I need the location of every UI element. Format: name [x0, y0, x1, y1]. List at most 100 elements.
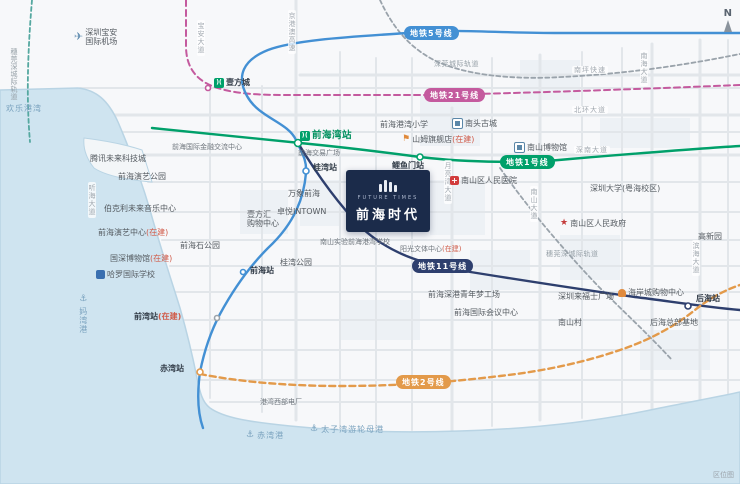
- poi-label: 伯克利未来音乐中心: [104, 204, 176, 213]
- station-big-label: )(前海湾站: [300, 130, 353, 142]
- landmark-icon: [452, 118, 463, 129]
- station-label: 后海站: [696, 294, 720, 303]
- station-label: 前湾站(在建): [134, 312, 182, 321]
- station-label: 赤湾站: [160, 364, 184, 373]
- station-dot: [416, 153, 424, 161]
- station-dot: [213, 314, 221, 322]
- station-dot: [684, 302, 692, 310]
- poi-label: 卓悦INTOWN: [277, 207, 327, 216]
- gov-icon: ★: [560, 218, 569, 228]
- poi-label: 前海石公园: [180, 241, 220, 250]
- station-label: 桂湾站: [313, 163, 337, 172]
- poi-label: 前海港湾小学: [380, 120, 428, 129]
- corner-label: 区位图: [713, 471, 734, 479]
- metro-line-badge: 地铁1号线: [500, 155, 555, 169]
- poi-label: 国深博物馆(在建): [110, 254, 173, 263]
- road-label: 滨海大道: [692, 240, 701, 276]
- metro-line-badge: 地铁5号线: [404, 26, 459, 40]
- anchor-icon: ⚓: [310, 424, 320, 434]
- road-label: 南海大道: [640, 50, 649, 86]
- poi-label: 万象前海: [288, 189, 320, 198]
- flag-icon: ⚑: [402, 134, 411, 144]
- metro-line-21: [185, 0, 740, 96]
- poi-sm-label: 阳光文体中心(在建): [400, 245, 462, 253]
- intercity-rail-top: [379, 0, 740, 79]
- anchor-icon: ⚓: [246, 430, 256, 440]
- poi-label: 南头古城: [452, 118, 497, 129]
- metro-icon: )(: [300, 131, 310, 142]
- compass-arrow-icon: [723, 20, 732, 32]
- poi-sm-label: 南山实验前海港湾学校: [320, 238, 390, 246]
- road-label: 深南大道: [574, 146, 610, 155]
- project-marker: FUTURE TIMES 前海时代: [346, 170, 430, 232]
- road-label: 京港澳高速: [288, 10, 297, 54]
- station-dot: [293, 138, 303, 148]
- metro-line-badge: 地铁21号线: [424, 88, 486, 102]
- station-dot: [196, 368, 204, 376]
- metro-line-1: [150, 126, 740, 163]
- poi-label: 深圳大学(粤海校区): [590, 184, 661, 193]
- project-name: 前海时代: [355, 207, 420, 223]
- water-label: ⚓妈湾港: [78, 294, 89, 334]
- poi-label: 高新园: [698, 232, 722, 241]
- rail-label: 穗莞深城际轨道: [10, 48, 19, 101]
- poi-label: 南山博物馆: [514, 142, 567, 153]
- water-label: ⚓太子湾游轮母港: [310, 424, 385, 434]
- anchor-icon: ⚓: [78, 294, 89, 305]
- metro-line-2: [198, 283, 740, 388]
- poi-label: 深圳来福士广场: [558, 292, 614, 301]
- station-label: 鲤鱼门站: [392, 161, 424, 170]
- poi-label: ★南山区人民政府: [560, 218, 627, 228]
- station-dots: [196, 84, 692, 376]
- cross-icon: +: [450, 176, 459, 186]
- station-label: 前海站: [250, 266, 274, 275]
- reclaimed-land-patch: [83, 137, 153, 183]
- metro-icon: )(: [214, 78, 224, 88]
- poi-label: 南山村: [558, 318, 582, 327]
- intercity-rail-right: [499, 167, 673, 361]
- poi-sm-label: 前海国际金融交流中心: [172, 143, 242, 151]
- poi-label: 前海深港青年梦工场: [428, 290, 500, 299]
- poi-label: 桂湾公园: [280, 258, 312, 267]
- metro-line-badge: 地铁2号线: [396, 375, 451, 389]
- intercity-rail-left: [26, 0, 33, 143]
- school-icon: [96, 270, 105, 280]
- road-label: 南山大道: [530, 186, 539, 222]
- poi-label: 后海总部基地: [650, 318, 698, 327]
- poi-label: 前海演艺中心(在建): [98, 228, 169, 237]
- poi-label: 前海国际会议中心: [454, 308, 518, 317]
- water-label: ⚓赤湾港: [246, 430, 285, 440]
- project-subtitle: FUTURE TIMES: [357, 194, 419, 201]
- rail-label: 深莞城际轨道: [434, 60, 479, 68]
- poi-label: 海岸城购物中心: [618, 288, 684, 297]
- water-label: 欢乐港湾: [6, 104, 42, 113]
- poi-label: ✈深圳宝安国际机场: [74, 28, 118, 47]
- road-network: [79, 0, 740, 432]
- station-dot: [302, 167, 310, 175]
- poi-label: 哈罗国际学校: [96, 270, 155, 280]
- road-label: 宝安大道: [197, 20, 206, 56]
- poi-label: 腾讯未来科技城: [90, 154, 146, 163]
- metro-line-badge: 地铁11号线: [412, 259, 474, 273]
- poi-label: 前海演艺公园: [118, 172, 166, 181]
- road-label: 听海大道: [88, 182, 97, 218]
- compass-n-label: N: [723, 8, 732, 19]
- station-label: )(壹方城: [214, 78, 250, 88]
- rail-label: 穗莞深城际轨道: [546, 250, 599, 258]
- poi-label: 壹方汇购物中心: [247, 210, 279, 229]
- poi-sm-label: 前海交易广场: [298, 149, 340, 157]
- plane-icon: ✈: [74, 29, 84, 43]
- station-dot: [239, 268, 247, 276]
- project-logo-icon: [379, 179, 397, 192]
- landmark-icon: [514, 142, 525, 153]
- compass: N: [724, 8, 732, 32]
- bag-icon: [618, 288, 626, 297]
- poi-sm-label: 港湾西部电厂: [260, 398, 302, 406]
- poi-label: +南山区人民医院: [450, 176, 517, 186]
- road-label: 月亮湾大道: [444, 160, 453, 204]
- road-label: 南坪快速: [572, 66, 608, 75]
- poi-label: ⚑山姆旗舰店(在建): [402, 134, 475, 144]
- station-dot: [204, 84, 212, 92]
